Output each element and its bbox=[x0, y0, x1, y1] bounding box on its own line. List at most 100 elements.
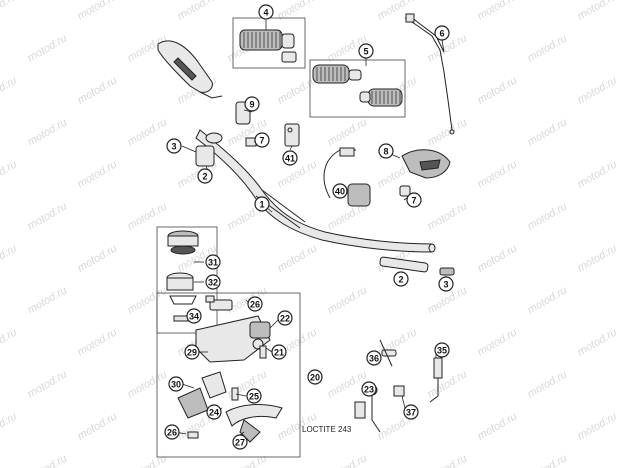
watermark-text: motod.ru bbox=[326, 452, 370, 468]
callout-circle bbox=[197, 168, 213, 184]
callout-circle bbox=[393, 271, 409, 287]
watermark-text: motod.ru bbox=[276, 158, 320, 190]
callout-c2b: 2 bbox=[393, 271, 409, 287]
watermark-text: motod.ru bbox=[276, 0, 320, 23]
callout-number: 5 bbox=[363, 47, 368, 57]
watermark-text: motod.ru bbox=[576, 410, 620, 442]
watermark-text: motod.ru bbox=[26, 32, 70, 64]
watermark-text: motod.ru bbox=[576, 158, 620, 190]
throttle-grip bbox=[239, 29, 297, 63]
watermark-text: motod.ru bbox=[526, 32, 570, 64]
watermark-text: motod.ru bbox=[476, 326, 520, 358]
callout-circle bbox=[254, 132, 270, 148]
callout-number: 30 bbox=[171, 380, 181, 390]
callout-circle bbox=[438, 276, 454, 292]
callout-number: 22 bbox=[280, 314, 290, 324]
handguard-right bbox=[401, 149, 451, 179]
watermark-text: motod.ru bbox=[226, 452, 270, 468]
callout-c40: 40 bbox=[332, 183, 348, 199]
callout-number: 2 bbox=[202, 172, 207, 182]
callout-circle bbox=[258, 4, 274, 20]
callout-circle bbox=[358, 43, 374, 59]
watermark-text: motod.ru bbox=[76, 410, 120, 442]
callout-c36: 36 bbox=[366, 350, 382, 366]
callout-c25: 25 bbox=[246, 388, 262, 404]
callout-c21: 21 bbox=[271, 344, 287, 360]
callout-c3b: 3 bbox=[438, 276, 454, 292]
callout-c20: 20 bbox=[307, 369, 323, 385]
callout-number: 7 bbox=[411, 196, 416, 206]
callout-circle bbox=[434, 342, 450, 358]
callout-circle bbox=[271, 344, 287, 360]
callout-number: 23 bbox=[364, 385, 374, 395]
watermark-text: motod.ru bbox=[26, 116, 70, 148]
watermark-text: motod.ru bbox=[576, 74, 620, 106]
callout-circle bbox=[434, 25, 450, 41]
callout-circle bbox=[307, 369, 323, 385]
callout-circle bbox=[184, 344, 200, 360]
watermark-text: motod.ru bbox=[576, 326, 620, 358]
watermark-text: motod.ru bbox=[526, 116, 570, 148]
callout-c32: 32 bbox=[205, 274, 221, 290]
callout-number: 27 bbox=[235, 438, 245, 448]
master-cylinder-box bbox=[156, 292, 301, 458]
watermark-text: motod.ru bbox=[0, 326, 19, 358]
parts-right-bottom bbox=[354, 339, 443, 433]
watermark-text: motod.ru bbox=[76, 74, 120, 106]
watermark-text: motod.ru bbox=[76, 326, 120, 358]
callout-circle bbox=[282, 150, 298, 166]
callout-circle bbox=[186, 308, 202, 324]
callout-c34: 34 bbox=[186, 308, 202, 324]
callout-circle bbox=[332, 183, 348, 199]
callout-number: 8 bbox=[383, 147, 388, 157]
watermark-text: motod.ru bbox=[276, 74, 320, 106]
callout-c41: 41 bbox=[282, 150, 298, 166]
callout-number: 25 bbox=[249, 392, 259, 402]
callout-number: 32 bbox=[208, 278, 218, 288]
kill-switch bbox=[323, 147, 411, 207]
callout-number: 3 bbox=[171, 142, 176, 152]
callout-circle bbox=[277, 310, 293, 326]
callout-c37: 37 bbox=[403, 404, 419, 420]
callout-number: 24 bbox=[209, 408, 219, 418]
callout-number: 26 bbox=[167, 428, 177, 438]
watermark-text: motod.ru bbox=[426, 200, 470, 232]
watermark-text: motod.ru bbox=[76, 0, 120, 23]
callout-c2a: 2 bbox=[197, 168, 213, 184]
callout-circle bbox=[366, 350, 382, 366]
callout-circle bbox=[244, 96, 260, 112]
callout-c8: 8 bbox=[378, 143, 394, 159]
grip-pair bbox=[312, 64, 403, 107]
watermark-text: motod.ru bbox=[426, 368, 470, 400]
callout-number: 29 bbox=[187, 348, 197, 358]
callout-circle bbox=[205, 274, 221, 290]
callout-c31: 31 bbox=[205, 254, 221, 270]
callout-number: 35 bbox=[437, 346, 447, 356]
watermark-text: motod.ru bbox=[126, 452, 170, 468]
callout-number: 4 bbox=[263, 8, 268, 18]
callout-c24: 24 bbox=[206, 404, 222, 420]
loctite-label: LOCTITE 243 bbox=[302, 425, 352, 434]
callout-c30: 30 bbox=[168, 376, 184, 392]
callout-number: 7 bbox=[259, 136, 264, 146]
callout-number: 6 bbox=[439, 29, 444, 39]
master-cylinder bbox=[177, 299, 283, 443]
watermark-text: motod.ru bbox=[476, 0, 520, 23]
watermark-text: motod.ru bbox=[26, 284, 70, 316]
callout-c6: 6 bbox=[434, 25, 450, 41]
callout-circle bbox=[164, 424, 180, 440]
callout-number: 37 bbox=[406, 408, 416, 418]
watermark-text: motod.ru bbox=[526, 284, 570, 316]
callout-c27: 27 bbox=[232, 434, 248, 450]
watermark-text: motod.ru bbox=[576, 0, 620, 23]
watermark-text: motod.ru bbox=[576, 242, 620, 274]
throttle-cable bbox=[404, 13, 455, 135]
watermark-text: motod.ru bbox=[526, 452, 570, 468]
callout-c26b: 26 bbox=[164, 424, 180, 440]
callout-circle bbox=[232, 434, 248, 450]
watermark-text: motod.ru bbox=[326, 116, 370, 148]
watermark-text: motod.ru bbox=[126, 368, 170, 400]
watermark-text: motod.ru bbox=[0, 74, 19, 106]
watermark-text: motod.ru bbox=[26, 452, 70, 468]
